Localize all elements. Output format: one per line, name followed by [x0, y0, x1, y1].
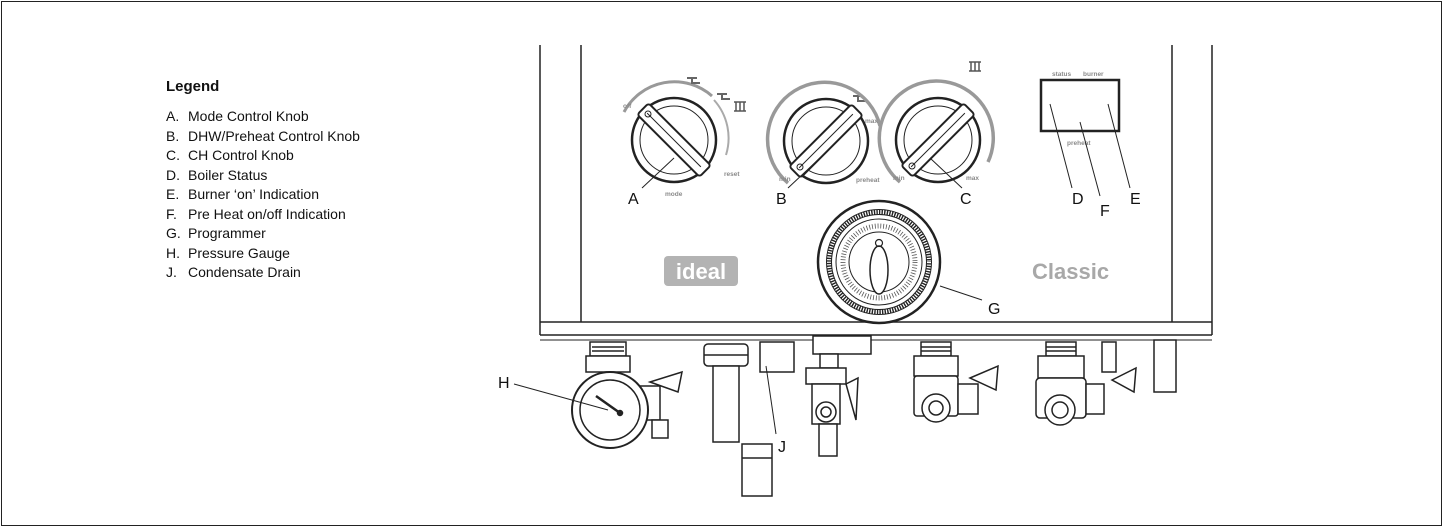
- radiator-icon: [734, 61, 981, 112]
- legend-item: C.CH Control Knob: [166, 147, 294, 163]
- legend: Legend A.Mode Control Knob B.DHW/Preheat…: [166, 78, 360, 283]
- status-display: status burner preheat: [1039, 71, 1121, 147]
- leader-lines: [513, 103, 1131, 435]
- valve: [913, 341, 999, 423]
- ch-control-knob[interactable]: [877, 79, 996, 184]
- preheat-label: preheat: [1067, 140, 1091, 147]
- callout-j: J: [778, 439, 786, 456]
- legend-item: B.DHW/Preheat Control Knob: [166, 127, 360, 144]
- ideal-logo: ideal: [664, 256, 738, 286]
- status-label: status: [1052, 71, 1072, 78]
- programmer-dial[interactable]: [816, 199, 942, 325]
- legend-title: Legend: [166, 78, 220, 95]
- callout-g: G: [988, 301, 1000, 318]
- burner-label: burner: [1083, 71, 1104, 78]
- mode-label: mode: [665, 191, 683, 198]
- legend-item: A.Mode Control Knob: [166, 108, 309, 124]
- legend-item: J.Condensate Drain: [166, 264, 301, 280]
- tap-icon: [687, 77, 866, 102]
- legend-item: D.Boiler Status: [166, 166, 268, 183]
- callout-f: F: [1100, 203, 1110, 220]
- preheat-label: preheat: [856, 177, 880, 184]
- legend-item: E.Burner ‘on’ Indication: [166, 186, 320, 202]
- callout-b: B: [776, 191, 787, 208]
- callout-a: A: [628, 191, 639, 208]
- callout-e: E: [1130, 191, 1141, 208]
- condensate-drain: [703, 341, 795, 497]
- valve: [805, 335, 872, 457]
- max-label: max: [865, 118, 878, 125]
- model-name: Classic: [1032, 259, 1109, 284]
- pressure-gauge: [571, 341, 683, 449]
- legend-item: F.Pre Heat on/off Indication: [166, 205, 346, 222]
- svg-text:ideal: ideal: [676, 259, 726, 284]
- legend-item: H.Pressure Gauge: [166, 244, 290, 261]
- dhw-preheat-control-knob[interactable]: [765, 80, 882, 185]
- reset-label: reset: [724, 171, 740, 178]
- callout-h: H: [498, 375, 510, 392]
- min-label: min: [893, 175, 905, 182]
- mode-control-knob[interactable]: [622, 80, 730, 184]
- callout-c: C: [960, 191, 972, 208]
- valve: [1035, 339, 1177, 426]
- off-label: off: [623, 103, 632, 110]
- max-label: max: [966, 175, 979, 182]
- legend-item: G.Programmer: [166, 225, 266, 241]
- min-label: min: [779, 176, 791, 183]
- callout-d: D: [1072, 191, 1084, 208]
